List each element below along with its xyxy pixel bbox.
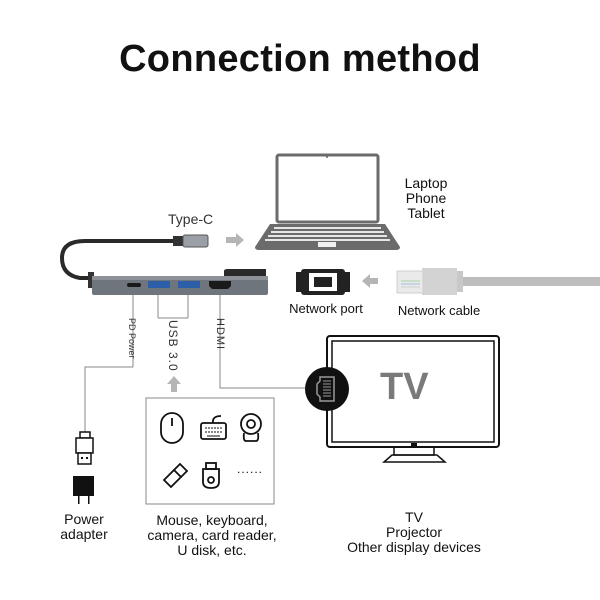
- type-c-label: Type-C: [168, 211, 214, 227]
- arrow-right-icon: [226, 233, 244, 247]
- hdmi-label: HDMI: [214, 318, 226, 351]
- more-devices-ellipsis: ......: [237, 462, 264, 476]
- arrow-left-icon: [362, 274, 378, 288]
- tv-screen-label: TV: [380, 366, 429, 408]
- card-reader-icon: [202, 462, 220, 489]
- network-port-label: Network port: [289, 301, 363, 316]
- tv-icon: [326, 335, 500, 463]
- power-adapter-line: adapter: [60, 526, 108, 542]
- laptop-icon: [255, 153, 400, 250]
- usb-label: USB 3.0: [166, 320, 180, 372]
- hdmi-port-icon: [305, 367, 349, 411]
- keyboard-icon: [200, 415, 227, 440]
- arrow-up-icon: [167, 376, 181, 392]
- type-c-connector: [59, 234, 209, 280]
- displays-caption: TV Projector Other display devices: [336, 510, 492, 555]
- network-port-icon: [296, 269, 350, 295]
- page-title: Connection method: [119, 38, 481, 80]
- mouse-icon: [160, 412, 184, 444]
- device-list: Laptop Phone Tablet: [398, 176, 454, 221]
- power-adapter-icon: [73, 476, 94, 504]
- device-tablet: Tablet: [407, 205, 445, 221]
- pd-power-label: PD Power: [127, 318, 137, 359]
- webcam-icon: [240, 413, 262, 442]
- network-cable-icon: [396, 268, 600, 295]
- displays-line: Projector: [385, 524, 443, 540]
- usb-plug-icon: [75, 431, 94, 465]
- displays-line: Other display devices: [347, 539, 481, 555]
- peripherals-line: Mouse, keyboard,: [156, 512, 268, 528]
- peripherals-line: camera, card reader,: [147, 527, 277, 543]
- usb-drive-icon: [162, 462, 189, 489]
- usb-c-hub-icon: [88, 269, 268, 295]
- peripherals-caption: Mouse, keyboard, camera, card reader, U …: [142, 513, 282, 558]
- power-adapter-line: Power: [64, 511, 104, 527]
- power-adapter-caption: Power adapter: [48, 512, 120, 542]
- network-cable-label: Network cable: [397, 303, 481, 318]
- peripherals-line: U disk, etc.: [177, 542, 247, 558]
- device-laptop: Laptop: [404, 175, 448, 191]
- device-phone: Phone: [405, 190, 447, 206]
- displays-line: TV: [405, 509, 423, 525]
